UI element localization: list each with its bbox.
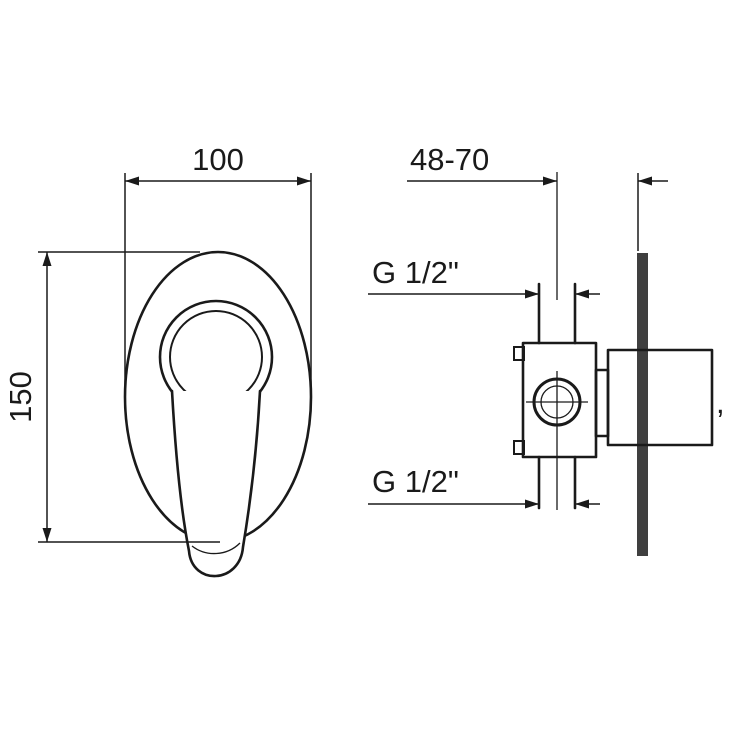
rosette-inner-circle bbox=[169, 310, 263, 404]
arrowhead-down-icon bbox=[42, 528, 52, 542]
side-view: , bbox=[513, 172, 725, 556]
arrowhead-left-icon bbox=[125, 176, 139, 186]
arrowhead-up-icon bbox=[42, 252, 52, 266]
arrowhead-right-icon bbox=[525, 289, 539, 299]
depth-dimension-label: 48-70 bbox=[410, 142, 489, 177]
mounting-lug-bottom bbox=[513, 440, 525, 455]
width-dimension: 100 bbox=[124, 142, 312, 386]
arrowhead-left-icon bbox=[575, 499, 589, 509]
top-connection-dimension: G 1/2" bbox=[368, 255, 600, 299]
mounting-lug-top bbox=[513, 346, 525, 361]
cover-block bbox=[606, 348, 714, 447]
arrowhead-right-icon bbox=[525, 499, 539, 509]
arrowhead-left-icon bbox=[638, 176, 652, 186]
width-dimension-label: 100 bbox=[192, 142, 244, 177]
wall-line bbox=[637, 253, 648, 556]
lever-handle-tip-contour bbox=[191, 542, 241, 555]
wall-tube bbox=[594, 368, 610, 438]
height-dimension: 150 bbox=[3, 251, 220, 543]
bottom-connection-label: G 1/2" bbox=[372, 464, 459, 499]
lever-handle bbox=[170, 389, 262, 578]
bottom-connection-dimension: G 1/2" bbox=[368, 464, 600, 509]
top-connection-label: G 1/2" bbox=[372, 255, 459, 290]
depth-dimension: 48-70 bbox=[407, 142, 668, 251]
arrowhead-right-icon bbox=[543, 176, 557, 186]
front-view bbox=[123, 250, 313, 578]
lever-handle-fill bbox=[172, 391, 260, 577]
handle-tip-mark: , bbox=[716, 385, 725, 420]
height-dimension-label: 150 bbox=[3, 371, 38, 423]
arrowhead-right-icon bbox=[297, 176, 311, 186]
arrowhead-left-icon bbox=[575, 289, 589, 299]
